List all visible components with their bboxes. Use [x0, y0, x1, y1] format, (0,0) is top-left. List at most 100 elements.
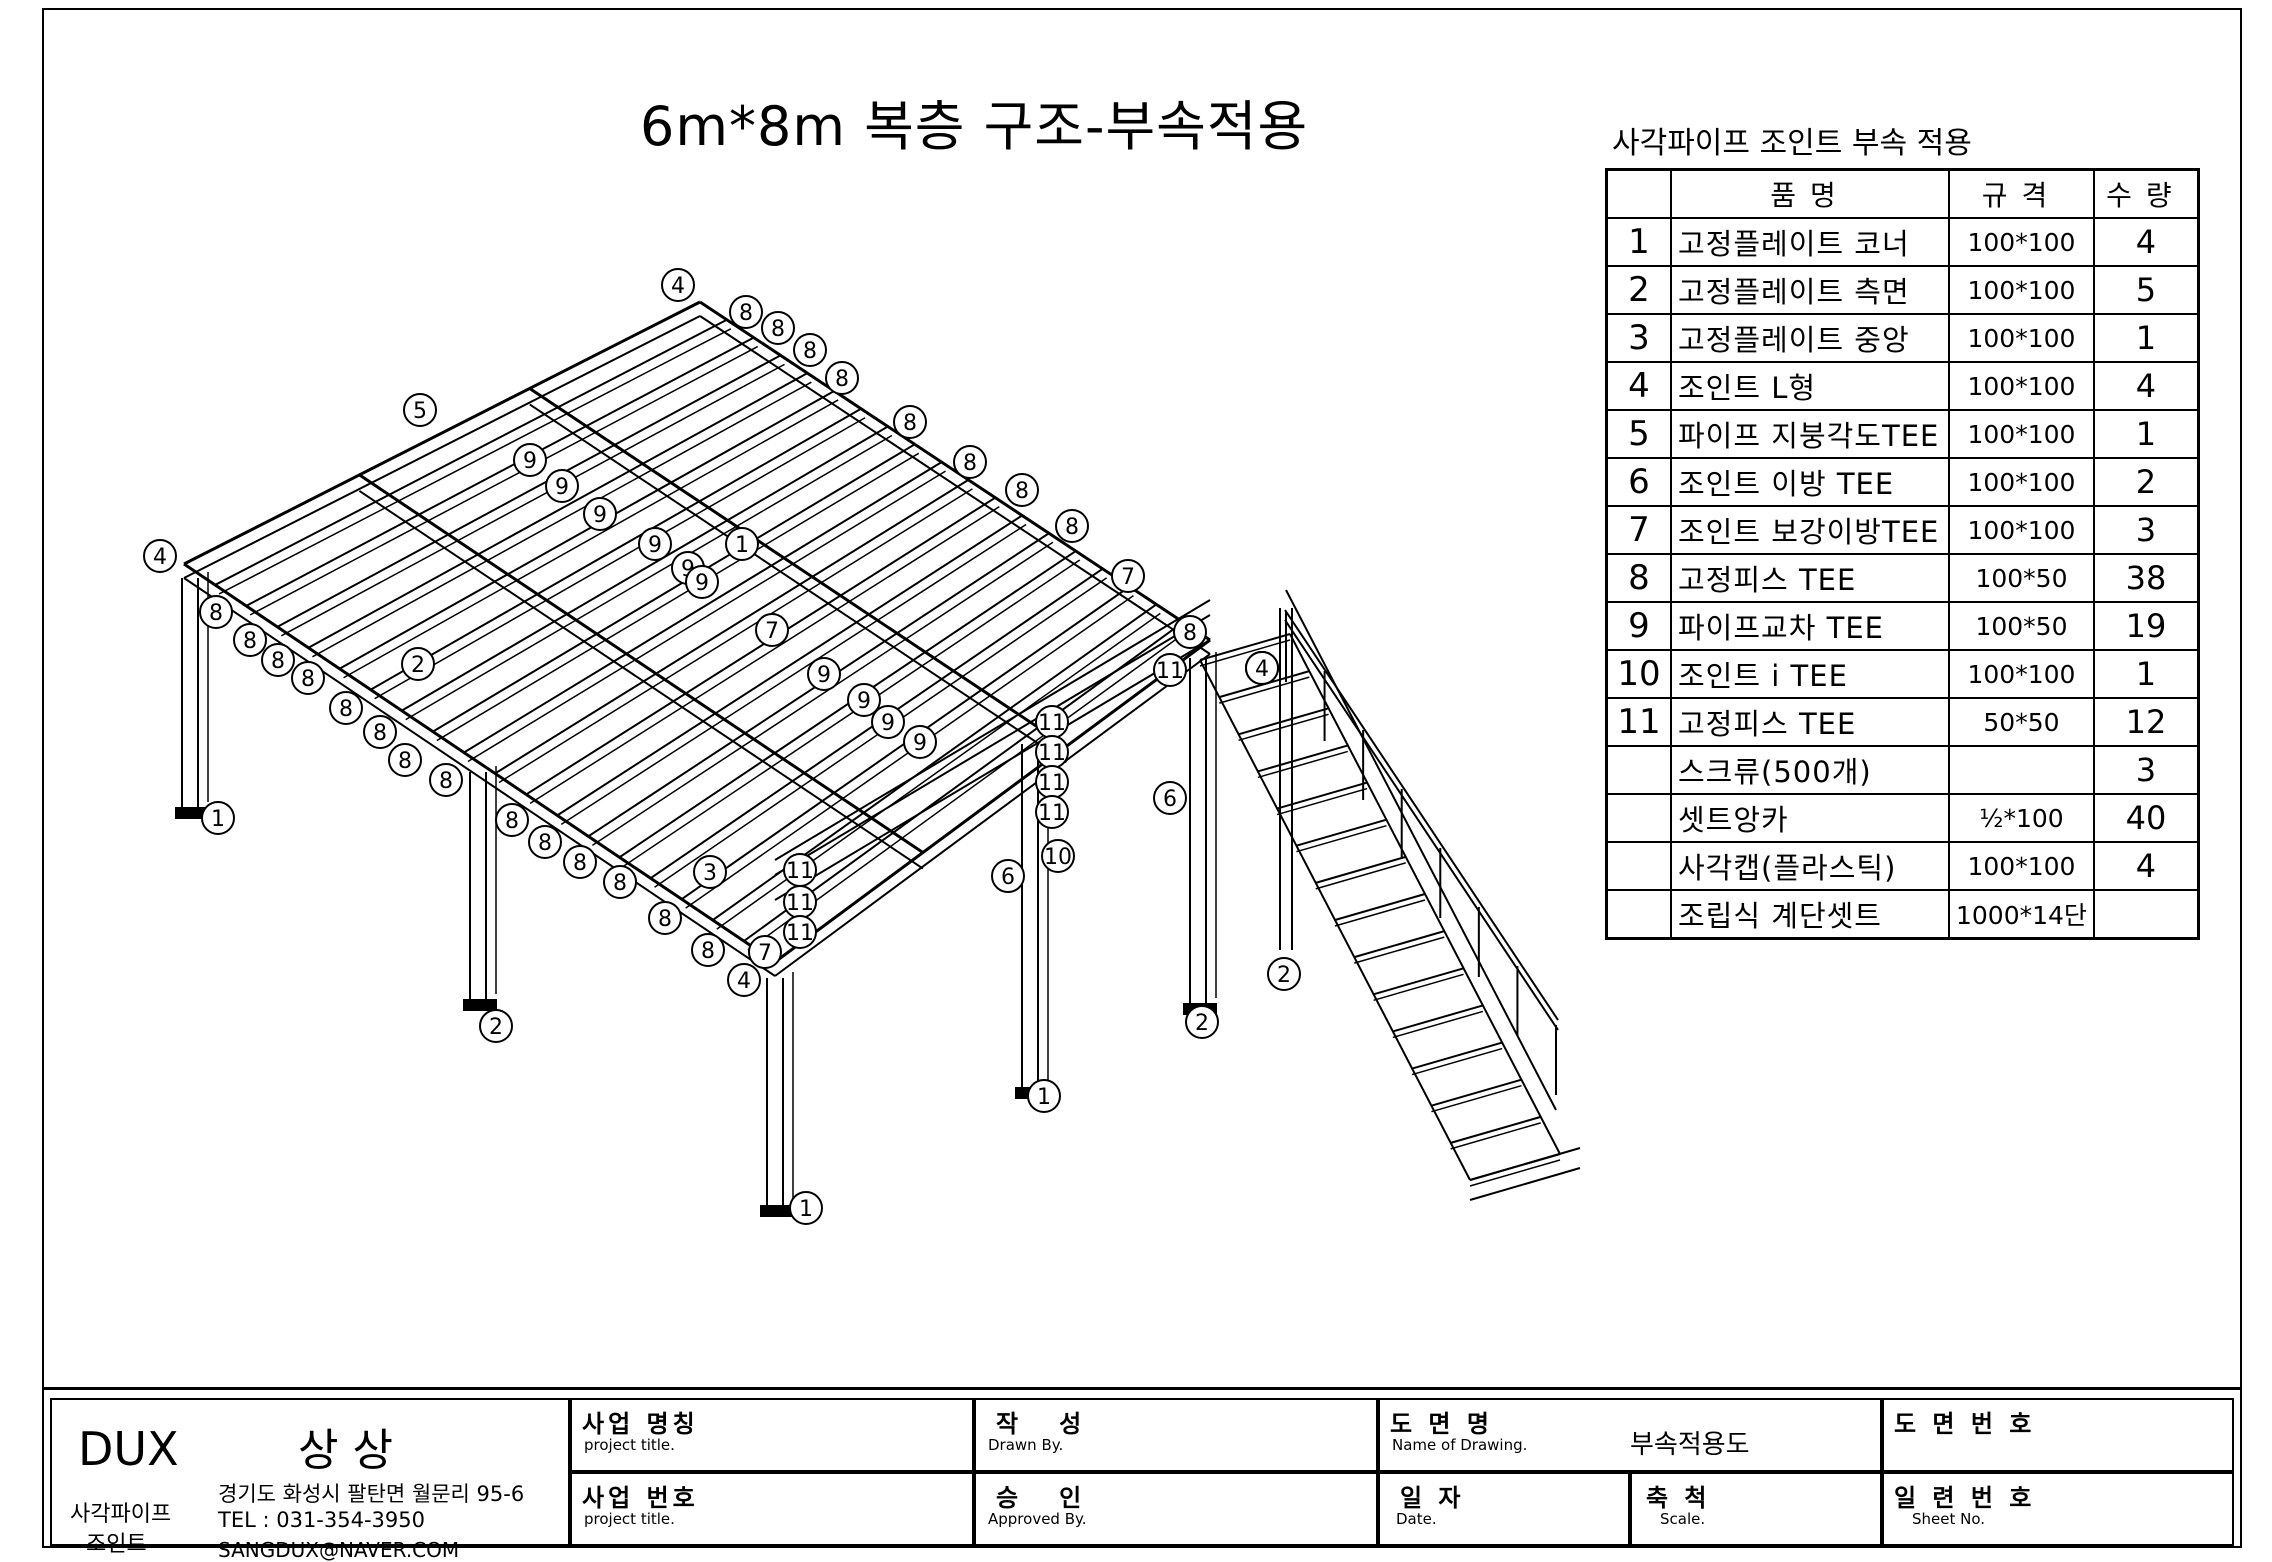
stair-tread: [1411, 1041, 1503, 1070]
brace-beam: [774, 614, 1211, 876]
company-email: SANGDUX@NAVER.COM: [218, 1538, 460, 1562]
joist: [498, 488, 973, 784]
callout-circle: [1153, 653, 1187, 687]
callout-label: 7: [758, 941, 772, 966]
bom-subtitle: 사각파이프 조인트 부속 적용: [1612, 126, 1972, 161]
callout-label: 8: [739, 301, 753, 326]
perimeter-beam: [183, 315, 701, 579]
bom-header-cell: 수량: [2092, 168, 2200, 219]
callout-circle: [789, 1191, 823, 1225]
drawing-frame: [42, 8, 2242, 1548]
stair-handrail: [1285, 589, 1557, 1111]
callout-circle: [1041, 839, 1075, 873]
callout-label: 11: [1038, 711, 1066, 736]
callout-circle: [761, 311, 795, 345]
callout-circle: [261, 643, 295, 677]
bom-header-cell: 규격: [1948, 168, 2095, 219]
callout-circle: [1027, 1079, 1061, 1113]
callout-circle: [871, 705, 905, 739]
joist: [591, 541, 1054, 846]
callout-label: 4: [737, 969, 751, 994]
stair-tread: [1334, 899, 1426, 927]
callout-label: 7: [1121, 565, 1135, 590]
project-no-label: 사업 번호: [582, 1484, 699, 1512]
bom-qty-cell: 4: [2092, 217, 2200, 267]
callout-label: 8: [903, 411, 917, 436]
callout-label: 8: [271, 649, 285, 674]
drawing-name-sublabel: Name of Drawing.: [1392, 1436, 1528, 1454]
callout-circle: [143, 539, 177, 573]
callout-circle: [847, 683, 881, 717]
joist: [467, 470, 946, 763]
project-name-label: 사업 명칭: [582, 1410, 699, 1438]
stair-tread: [1199, 633, 1291, 661]
callout-label: 5: [413, 399, 427, 424]
stair-tread: [1315, 862, 1406, 890]
bom-name-cell: 조인트 i TEE: [1670, 649, 1950, 699]
callout-circle: [893, 405, 927, 439]
bom-name-cell: 셋트앙카: [1670, 793, 1950, 843]
joist: [556, 514, 1023, 817]
callout-label: 1: [1037, 1085, 1051, 1110]
bom-qty-cell: 3: [2092, 505, 2200, 555]
stair-tread: [1334, 893, 1426, 921]
callout-label: 2: [411, 653, 425, 678]
bom-qty-cell: 1: [2092, 313, 2200, 363]
callout-layer: 4888888887888459999991799992488888888718…: [143, 268, 1301, 1225]
girder: [528, 387, 1068, 748]
callout-label: 8: [963, 451, 977, 476]
callout-label: 2: [489, 1015, 503, 1040]
bom-spec-cell: 1000*14단: [1948, 889, 2095, 940]
callout-label: 8: [1183, 621, 1197, 646]
bom-row: 스크류(500개)3: [1605, 745, 2200, 795]
bom-name-cell: 고정플레이트 측면: [1670, 265, 1950, 315]
callout-circle: [1267, 957, 1301, 991]
joist: [312, 381, 812, 658]
joist: [280, 363, 785, 637]
scale-label: 축 척: [1646, 1484, 1711, 1512]
callout-circle: [528, 825, 562, 859]
callout-label: 8: [538, 831, 552, 856]
bom-no-cell: 7: [1605, 505, 1672, 555]
callout-label: 4: [153, 545, 167, 570]
joist: [525, 496, 996, 796]
callout-label: 8: [1015, 479, 1029, 504]
callout-label: 8: [439, 769, 453, 794]
stair-tread: [1199, 639, 1291, 667]
callout-circle: [729, 295, 763, 329]
callout-label: 2: [1277, 963, 1291, 988]
approved-by-sublabel: Approved By.: [988, 1510, 1087, 1528]
callout-label: 11: [1038, 801, 1066, 826]
stair-tread: [1315, 855, 1406, 884]
bom-qty-cell: 4: [2092, 361, 2200, 411]
bom-no-cell: 4: [1605, 361, 1672, 411]
bom-name-cell: 고정플레이트 중앙: [1670, 313, 1950, 363]
perimeter-beam: [183, 300, 701, 566]
joist: [370, 407, 862, 691]
callout-circle: [1153, 781, 1187, 815]
company-line2: 조인트: [86, 1532, 147, 1557]
callout-label: 9: [817, 663, 831, 688]
callout-circle: [233, 623, 267, 657]
callout-label: 8: [339, 697, 353, 722]
callout-circle: [563, 845, 597, 879]
callout-label: 8: [209, 601, 223, 626]
stair-tread: [1219, 676, 1310, 704]
callout-circle: [291, 661, 325, 695]
callout-circle: [727, 963, 761, 997]
project-name-sublabel: project title.: [584, 1436, 675, 1454]
callout-circle: [1035, 795, 1069, 829]
joist: [432, 443, 916, 733]
stair-tread: [1469, 1159, 1561, 1187]
base-plate: [760, 1205, 794, 1217]
stair-tread: [1450, 1122, 1541, 1150]
stair-tread: [1373, 967, 1464, 996]
bom-no-cell: [1605, 889, 1672, 940]
